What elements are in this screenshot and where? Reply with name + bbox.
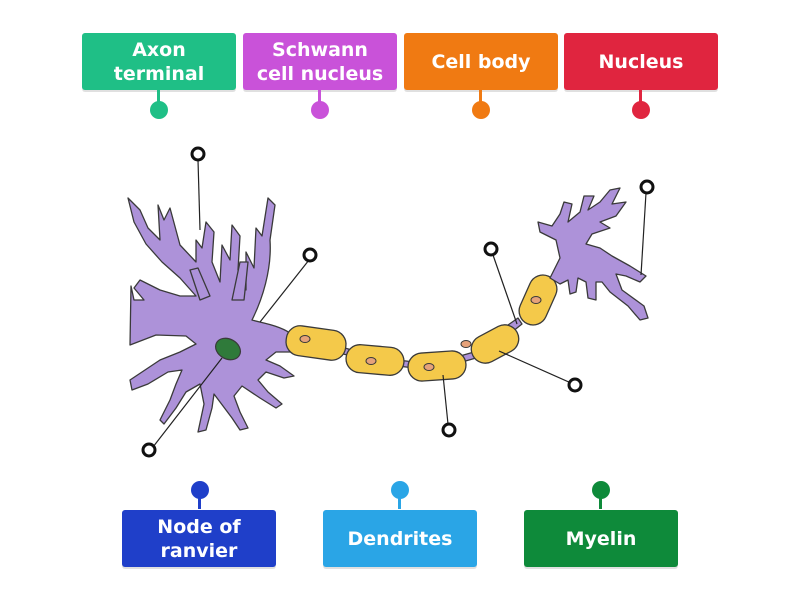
- tile-myelin[interactable]: Myelin: [524, 510, 678, 567]
- tile-pin-dot: [592, 481, 610, 499]
- tile-pin-stem: [318, 90, 321, 102]
- tile-cell-body[interactable]: Cell body: [404, 33, 558, 90]
- tile-nucleus[interactable]: Nucleus: [564, 33, 718, 90]
- drop-target[interactable]: [441, 422, 457, 438]
- drop-targets: [141, 146, 655, 458]
- myelin-sheath: [345, 344, 405, 376]
- myelin-sheath: [518, 274, 558, 326]
- tile-schwann-cell-nucleus[interactable]: Schwann cell nucleus: [243, 33, 397, 90]
- drop-target[interactable]: [483, 241, 499, 257]
- leader-line: [492, 254, 518, 325]
- tile-label: Axon terminal: [113, 38, 205, 85]
- tile-pin-dot: [191, 481, 209, 499]
- leader-lines: [152, 159, 647, 448]
- drop-target[interactable]: [639, 179, 655, 195]
- tile-pin-dot: [150, 101, 168, 119]
- tile-pin-stem: [639, 90, 642, 102]
- tile-pin-dot: [632, 101, 650, 119]
- tile-label: Schwann cell nucleus: [256, 38, 384, 85]
- tile-node-of-ranvier[interactable]: Node of ranvier: [122, 510, 276, 567]
- myelin-sheath: [285, 325, 347, 361]
- drop-target[interactable]: [567, 377, 583, 393]
- tile-pin-stem: [157, 90, 160, 102]
- leader-line: [259, 259, 310, 323]
- cell-body-shape: [127, 197, 295, 433]
- leader-line: [152, 357, 223, 448]
- drop-target[interactable]: [302, 247, 318, 263]
- tile-axon-terminal[interactable]: Axon terminal: [82, 33, 236, 90]
- axon-terminal-shape: [537, 187, 649, 321]
- myelin-sheath: [460, 324, 520, 364]
- neuron-illustration: [127, 187, 649, 433]
- drop-target[interactable]: [141, 442, 157, 458]
- nucleus-shape: [214, 337, 242, 361]
- dendrite-branch: [231, 261, 249, 301]
- tile-pin-stem: [198, 497, 201, 509]
- tile-pin-dot: [472, 101, 490, 119]
- tile-label: Myelin: [565, 527, 637, 550]
- tile-label: Nucleus: [598, 50, 684, 73]
- drop-target[interactable]: [190, 146, 206, 162]
- tile-pin-stem: [479, 90, 482, 102]
- leader-line: [640, 192, 647, 276]
- leader-line: [498, 350, 572, 384]
- tile-label: Cell body: [431, 50, 531, 73]
- myelin-sheath: [407, 350, 467, 382]
- tile-label: Dendrites: [347, 527, 453, 550]
- leader-line: [442, 374, 449, 425]
- leader-line: [197, 159, 201, 231]
- dendrite-branch: [189, 267, 211, 301]
- tile-pin-stem: [599, 497, 602, 509]
- tile-pin-stem: [398, 497, 401, 509]
- tile-dendrites[interactable]: Dendrites: [323, 510, 477, 567]
- tile-pin-dot: [391, 481, 409, 499]
- tile-pin-dot: [311, 101, 329, 119]
- tile-label: Node of ranvier: [157, 515, 241, 562]
